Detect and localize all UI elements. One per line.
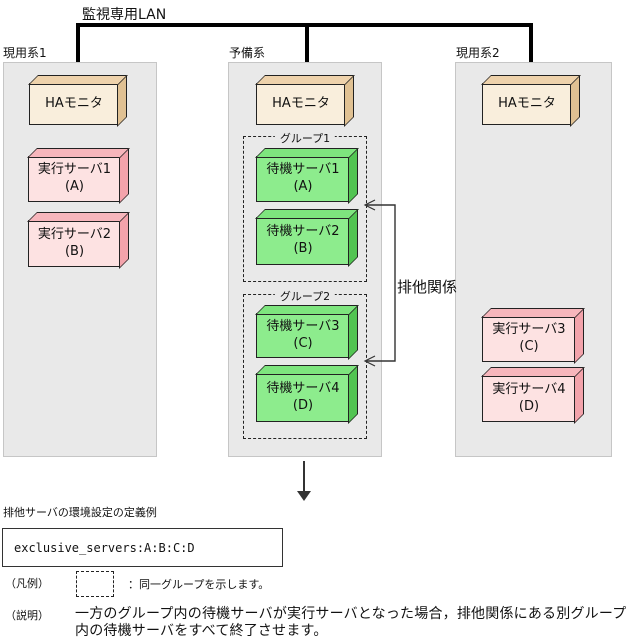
server-id: (B) — [293, 241, 313, 256]
standby-server4-box: 待機サーバ4 (D) — [256, 373, 350, 422]
standby-label: 予備系 — [229, 46, 266, 60]
active2-label: 現用系2 — [456, 46, 500, 60]
definition-code: exclusive_servers:A:B:C:D — [14, 540, 195, 555]
server-name: 待機サーバ3 — [266, 318, 340, 334]
active1-label: 現用系1 — [3, 46, 47, 60]
exec-server1-box: 実行サーバ1 (A) — [28, 156, 121, 202]
exec-server3-box: 実行サーバ3 (C) — [482, 316, 576, 362]
server-name: 待機サーバ4 — [266, 380, 340, 396]
note-line2: 内の待機サーバをすべて終了させます。 — [75, 623, 328, 639]
down-arrow-line — [303, 461, 305, 492]
exec-server4-box: 実行サーバ4 (D) — [482, 375, 576, 422]
exclusion-connector-arrows — [363, 199, 396, 367]
definition-heading: 排他サーバの環境設定の定義例 — [3, 506, 157, 519]
ha-monitor-box-active2: HAモニタ — [482, 83, 572, 125]
exclusion-label: 排他関係 — [397, 278, 458, 296]
standby-server3-box: 待機サーバ3 (C) — [256, 313, 350, 358]
server-name: 実行サーバ3 — [492, 322, 566, 338]
server-name: 実行サーバ1 — [37, 162, 112, 178]
ha-monitor-label: HAモニタ — [498, 95, 556, 111]
ha-monitor-box-standby: HAモニタ — [256, 83, 346, 125]
ha-monitor-label: HAモニタ — [272, 95, 330, 111]
legend-title: （凡例） — [5, 577, 49, 590]
standby-server1-box: 待機サーバ1 (A) — [256, 156, 350, 202]
server-name: 実行サーバ2 — [37, 226, 112, 242]
lan-bus-line — [76, 23, 533, 27]
server-id: (C) — [519, 339, 539, 354]
server-name: 待機サーバ1 — [266, 162, 340, 178]
server-id: (A) — [64, 179, 85, 194]
lan-drop-right — [529, 27, 533, 62]
group2-box: グループ2 — [243, 288, 367, 439]
server-name: 実行サーバ4 — [492, 381, 566, 397]
server-name: 待機サーバ2 — [266, 224, 340, 240]
server-id: (C) — [293, 335, 313, 351]
standby-server2-box: 待機サーバ2 (B) — [256, 217, 350, 265]
server-id: (D) — [292, 397, 314, 413]
ha-monitor-box-active1: HAモニタ — [29, 83, 119, 125]
legend-dashed-box-icon — [76, 571, 114, 597]
definition-code-box: exclusive_servers:A:B:C:D — [2, 528, 283, 567]
server-id: (D) — [518, 398, 540, 414]
exec-server2-box: 実行サーバ2 (B) — [28, 220, 121, 267]
lan-drop-middle — [305, 27, 309, 62]
down-arrow-head — [297, 491, 311, 501]
note-title: （説明） — [5, 609, 49, 622]
group1-box: グループ1 — [243, 130, 367, 282]
server-id: (B) — [64, 243, 85, 259]
lan-label: 監視専用LAN — [82, 7, 167, 23]
lan-drop-left — [76, 27, 80, 62]
server-id: (A) — [293, 179, 313, 194]
note-line1: 一方のグループ内の待機サーバが実行サーバとなった場合，排他関係にある別グループ — [75, 606, 627, 622]
legend-desc: ：同一グループを示します。 — [128, 578, 270, 591]
ha-monitor-label: HAモニタ — [45, 95, 103, 111]
group1-label: グループ1 — [274, 130, 336, 146]
group2-label: グループ2 — [274, 288, 336, 304]
